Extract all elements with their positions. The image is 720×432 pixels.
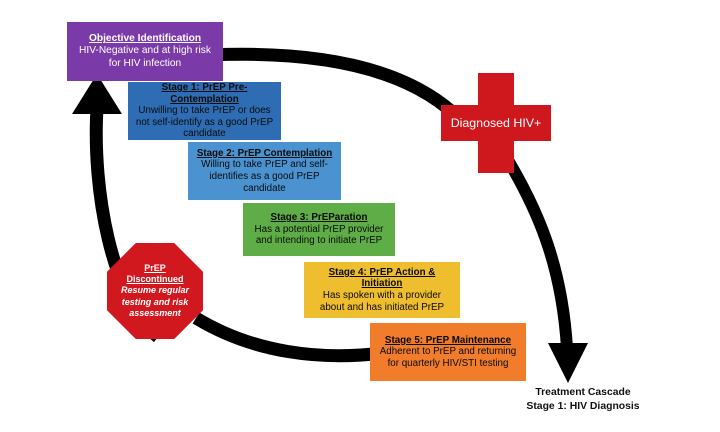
prep-discontinued-title-line1: PrEP bbox=[144, 262, 166, 273]
treatment-cascade-line1: Treatment Cascade bbox=[535, 387, 631, 398]
stage-3-description: Has a potential PrEP provider and intend… bbox=[254, 223, 384, 247]
objective-identification-box[interactable]: Objective Identification HIV-Negative an… bbox=[67, 22, 223, 81]
stage-3-box[interactable]: Stage 3: PrEParation Has a potential PrE… bbox=[243, 203, 395, 256]
treatment-cascade-caption: Treatment Cascade Stage 1: HIV Diagnosis bbox=[498, 386, 668, 414]
stage-1-description: Unwilling to take PrEP or does not self-… bbox=[135, 105, 274, 140]
objective-identification-description: HIV-Negative and at high risk for HIV in… bbox=[79, 45, 211, 69]
stage-2-title: Stage 2: PrEP Contemplation bbox=[196, 147, 333, 159]
prep-discontinued-description: Resume regular testing and risk assessme… bbox=[120, 285, 190, 318]
stage-5-description: Adherent to PrEP and returning for quart… bbox=[379, 346, 517, 369]
treatment-cascade-line2: Stage 1: HIV Diagnosis bbox=[526, 401, 640, 413]
cross-horizontal-arm bbox=[441, 105, 551, 141]
stage-4-box[interactable]: Stage 4: PrEP Action & Initiation Has sp… bbox=[304, 262, 460, 318]
arrowhead-up-icon bbox=[72, 74, 122, 114]
stage-2-description: Willing to take PrEP and self-identifies… bbox=[201, 159, 328, 194]
stage-1-title: Stage 1: PrEP Pre-Contemplation bbox=[161, 82, 248, 105]
diagnosed-hiv-positive-label: Diagnosed HIV+ bbox=[450, 116, 542, 130]
stage-5-title: Stage 5: PrEP Maintenance bbox=[384, 334, 512, 346]
stage-4-title: Stage 4: PrEP Action & Initiation bbox=[328, 266, 436, 290]
prep-discontinued-octagon[interactable]: PrEP Discontinued Resume regular testing… bbox=[107, 243, 203, 339]
stage-4-description: Has spoken with a provider about and has… bbox=[319, 290, 445, 313]
arrow-diagnosed-to-cascade bbox=[492, 140, 573, 349]
diagnosed-hiv-positive-cross[interactable]: Diagnosed HIV+ bbox=[441, 73, 551, 173]
prep-discontinued-title-line2: Discontinued bbox=[126, 274, 184, 285]
arrowhead-down-icon bbox=[548, 343, 588, 383]
arrow-maintenance-to-discontinued bbox=[192, 312, 391, 363]
stage-1-box[interactable]: Stage 1: PrEP Pre-Contemplation Unwillin… bbox=[128, 82, 281, 140]
objective-identification-title: Objective Identification bbox=[88, 33, 202, 45]
stage-3-title: Stage 3: PrEParation bbox=[270, 212, 368, 224]
stage-2-box[interactable]: Stage 2: PrEP Contemplation Willing to t… bbox=[188, 142, 341, 200]
stage-5-box[interactable]: Stage 5: PrEP Maintenance Adherent to Pr… bbox=[370, 323, 526, 381]
